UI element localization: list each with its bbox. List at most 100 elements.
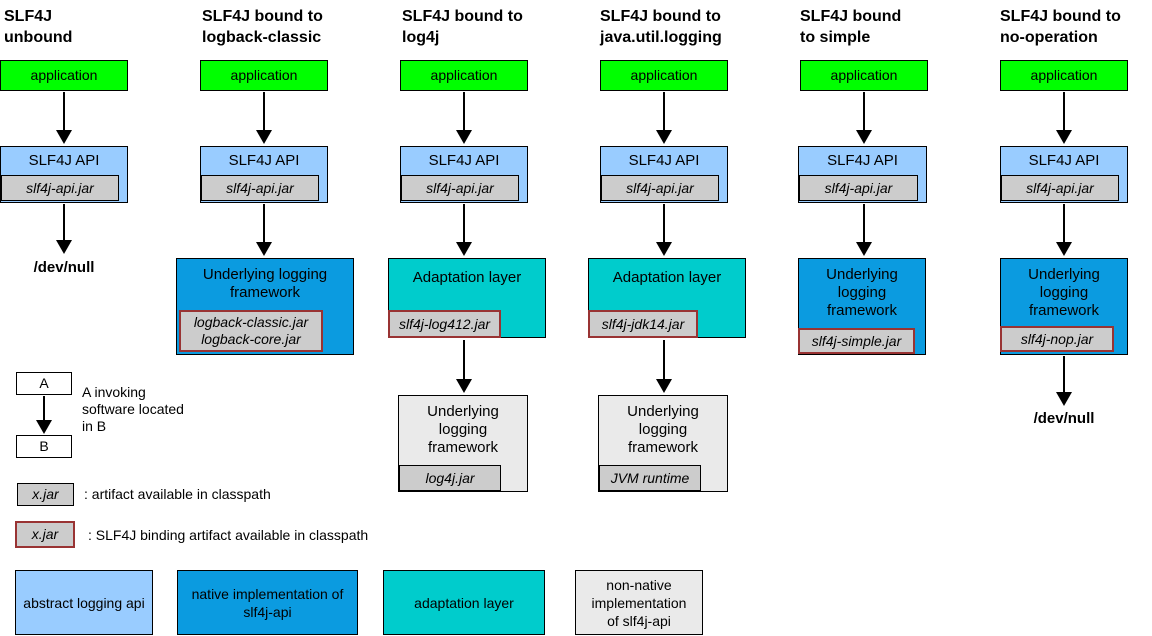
api-jar-box: slf4j-api.jar [601, 175, 719, 201]
title-line: SLF4J bound to [402, 8, 523, 25]
title-line: SLF4J bound to [202, 8, 323, 25]
jar-label: log4j.jar [425, 469, 475, 486]
api-jar-box: slf4j-api.jar [799, 175, 918, 201]
application-box: application [200, 60, 328, 91]
framework-label: Underlying logging framework [826, 266, 898, 319]
application-box: application [400, 60, 528, 91]
underlying-framework-box: Underlying logging framework slf4j-simpl… [798, 258, 926, 355]
down-arrow [456, 340, 472, 393]
binding-jar-box: slf4j-log412.jar [388, 310, 501, 338]
api-jar-box: slf4j-api.jar [1, 175, 119, 201]
framework-label: Underlying logging framework [202, 266, 328, 301]
framework-jar-box: log4j.jar [399, 465, 501, 491]
binding-jar-box: slf4j-simple.jar [798, 328, 915, 354]
jar-label: slf4j-api.jar [226, 179, 294, 196]
jar-label: slf4j-simple.jar [811, 332, 902, 349]
slf4j-api-box: SLF4J API slf4j-api.jar [600, 146, 728, 203]
framework-label: Underlying logging framework [627, 403, 699, 456]
column-title-simple: SLF4J bound to simple [800, 6, 901, 48]
jar-label: x.jar [32, 486, 59, 502]
framework-label: Underlying logging framework [1028, 266, 1100, 319]
down-arrow [56, 92, 72, 144]
column-title-jul: SLF4J bound to java.util.logging [600, 6, 722, 48]
api-jar-box: slf4j-api.jar [201, 175, 319, 201]
down-arrow [36, 396, 52, 434]
jar-label: slf4j-jdk14.jar [601, 315, 685, 332]
jar-label: JVM runtime [610, 469, 690, 486]
column-title-unbound: SLF4J unbound [4, 6, 72, 48]
down-arrow [256, 92, 272, 144]
down-arrow [856, 204, 872, 256]
legend-invoke-caption: A invoking software located in B [82, 384, 184, 435]
slf4j-api-box: SLF4J API slf4j-api.jar [1000, 146, 1128, 203]
binding-jar-box: slf4j-jdk14.jar [588, 310, 698, 338]
legend-swatch-native-impl: native implementation of slf4j-api [177, 570, 358, 635]
title-line: log4j [402, 29, 440, 46]
application-box: application [0, 60, 128, 91]
jar-label: slf4j-api.jar [1026, 179, 1094, 196]
slf4j-api-label: SLF4J API [827, 152, 898, 169]
down-arrow [1056, 204, 1072, 256]
down-arrow [456, 92, 472, 144]
adaptation-label: Adaptation layer [412, 269, 522, 286]
slf4j-api-box: SLF4J API slf4j-api.jar [200, 146, 328, 203]
down-arrow [1056, 92, 1072, 144]
title-line: java.util.logging [600, 29, 722, 46]
jar-label: slf4j-nop.jar [1020, 330, 1094, 347]
underlying-framework-box: Underlying logging framework JVM runtime [598, 395, 728, 492]
title-line: unbound [4, 29, 73, 46]
binding-jar-box: slf4j-nop.jar [1000, 326, 1114, 352]
underlying-framework-box: Underlying logging framework logback-cla… [176, 258, 354, 355]
jar-label: logback-classic.jar [193, 314, 309, 330]
down-arrow [656, 204, 672, 256]
legend-swatch-abstract-api: abstract logging api [15, 570, 153, 635]
legend-swatch-adaptation-layer: adaptation layer [383, 570, 545, 635]
column-title-nop: SLF4J bound to no-operation [1000, 6, 1121, 48]
down-arrow [456, 204, 472, 256]
column-title-log4j: SLF4J bound to log4j [402, 6, 523, 48]
adaptation-layer-box: Adaptation layer slf4j-log412.jar [388, 258, 546, 338]
slf4j-api-label: SLF4J API [428, 152, 500, 169]
slf4j-api-label: SLF4J API [228, 152, 300, 169]
jar-label: slf4j-api.jar [626, 179, 694, 196]
api-jar-box: slf4j-api.jar [1001, 175, 1119, 201]
swatch-label: native implementation of slf4j-api [191, 585, 344, 620]
jar-label: slf4j-log412.jar [398, 315, 491, 332]
title-line: logback-classic [202, 29, 322, 46]
slf4j-api-box: SLF4J API slf4j-api.jar [400, 146, 528, 203]
adaptation-label: Adaptation layer [612, 269, 722, 286]
framework-label: Underlying logging framework [427, 403, 499, 456]
slf4j-api-label: SLF4J API [1028, 152, 1100, 169]
down-arrow [656, 340, 672, 393]
title-line: SLF4J bound [800, 8, 902, 25]
slf4j-api-box: SLF4J API slf4j-api.jar [798, 146, 927, 203]
legend-jar-caption: : artifact available in classpath [84, 486, 271, 502]
application-box: application [800, 60, 928, 91]
legend-b-box: B [16, 435, 72, 458]
jar-label: x.jar [31, 526, 59, 542]
legend-swatch-non-native-impl: non-native implementation of slf4j-api [575, 570, 703, 635]
legend-binding-jar-box: x.jar [15, 521, 75, 548]
jar-label: slf4j-api.jar [26, 179, 94, 196]
slf4j-api-label: SLF4J API [28, 152, 100, 169]
slf4j-api-box: SLF4J API slf4j-api.jar [0, 146, 128, 203]
caption-line: in B [82, 418, 107, 434]
jar-label: slf4j-api.jar [824, 179, 893, 196]
title-line: no-operation [1000, 29, 1098, 46]
framework-jar-box: JVM runtime [599, 465, 701, 491]
slf4j-api-label: SLF4J API [628, 152, 700, 169]
devnull-label: /dev/null [33, 259, 95, 276]
title-line: to simple [800, 29, 871, 46]
legend-a-box: A [16, 372, 72, 395]
title-line: SLF4J [4, 8, 53, 25]
title-line: SLF4J bound to [1000, 8, 1121, 25]
swatch-label: abstract logging api [23, 594, 145, 611]
swatch-label: non-native implementation of slf4j-api [591, 576, 687, 629]
jar-label: logback-core.jar [201, 331, 301, 347]
caption-line: software located [82, 401, 184, 417]
title-line: SLF4J bound to [600, 8, 721, 25]
binding-jar-box: logback-classic.jar logback-core.jar [179, 310, 323, 352]
application-box: application [600, 60, 728, 91]
down-arrow [56, 204, 72, 254]
